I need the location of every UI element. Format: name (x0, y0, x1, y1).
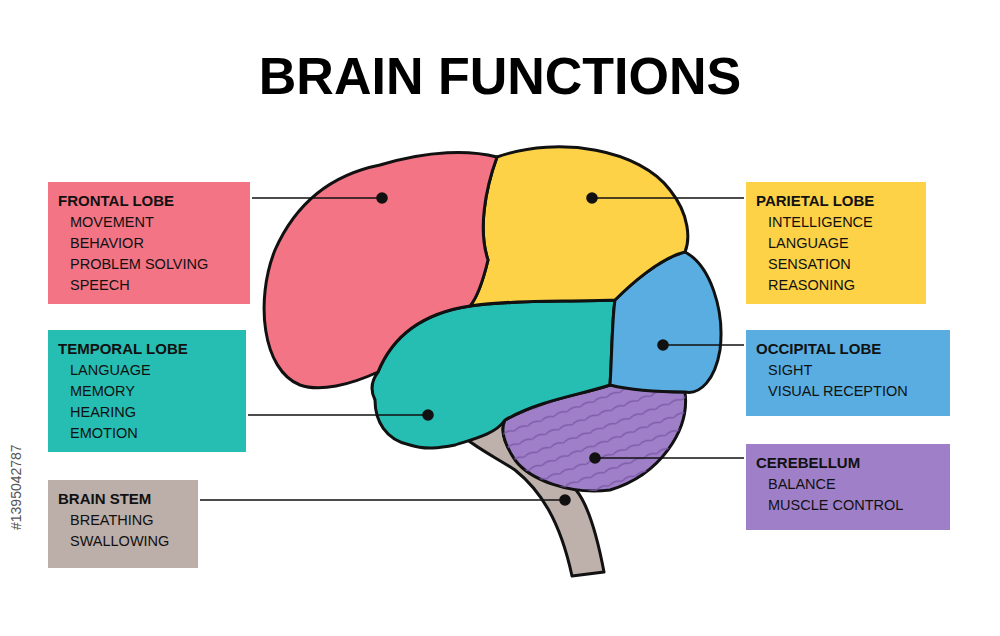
parietal-lobe-region (470, 147, 688, 306)
function-item: BALANCE (756, 474, 940, 495)
function-item: REASONING (756, 275, 916, 296)
region-heading: PARIETAL LOBE (756, 191, 916, 210)
frontal-lobe-box: FRONTAL LOBE MOVEMENTBEHAVIORPROBLEM SOLV… (48, 182, 250, 304)
function-item: SIGHT (756, 360, 940, 381)
function-item: SENSATION (756, 254, 916, 275)
parietal-lobe-box: PARIETAL LOBE INTELLIGENCELANGUAGESENSATI… (746, 182, 926, 304)
function-item: INTELLIGENCE (756, 212, 916, 233)
region-heading: BRAIN STEM (58, 489, 188, 508)
cerebellum-box: CEREBELLUM BALANCEMUSCLE CONTROL (746, 444, 950, 530)
function-item: MUSCLE CONTROL (756, 495, 940, 516)
region-heading: OCCIPITAL LOBE (756, 339, 940, 358)
region-heading: TEMPORAL LOBE (58, 339, 236, 358)
function-item: MEMORY (58, 381, 236, 402)
occipital-lobe-box: OCCIPITAL LOBE SIGHTVISUAL RECEPTION (746, 330, 950, 416)
function-item: BREATHING (58, 510, 188, 531)
function-item: LANGUAGE (58, 360, 236, 381)
brain-stem-box: BRAIN STEM BREATHINGSWALLOWING (48, 480, 198, 568)
frontal-lobe-region (264, 152, 497, 387)
temporal-lobe-box: TEMPORAL LOBE LANGUAGEMEMORYHEARINGEMOTIO… (48, 330, 246, 452)
function-item: PROBLEM SOLVING (58, 254, 240, 275)
function-item: SPEECH (58, 275, 240, 296)
function-item: EMOTION (58, 423, 236, 444)
function-item: SWALLOWING (58, 531, 188, 552)
watermark-id: #1395042787 (8, 444, 24, 530)
function-item: HEARING (58, 402, 236, 423)
region-heading: CEREBELLUM (756, 453, 940, 472)
region-heading: FRONTAL LOBE (58, 191, 240, 210)
diagram-title: BRAIN FUNCTIONS (0, 46, 1000, 106)
function-item: BEHAVIOR (58, 233, 240, 254)
leader-lines (200, 193, 744, 505)
function-item: MOVEMENT (58, 212, 240, 233)
function-item: LANGUAGE (756, 233, 916, 254)
function-item: VISUAL RECEPTION (756, 381, 940, 402)
